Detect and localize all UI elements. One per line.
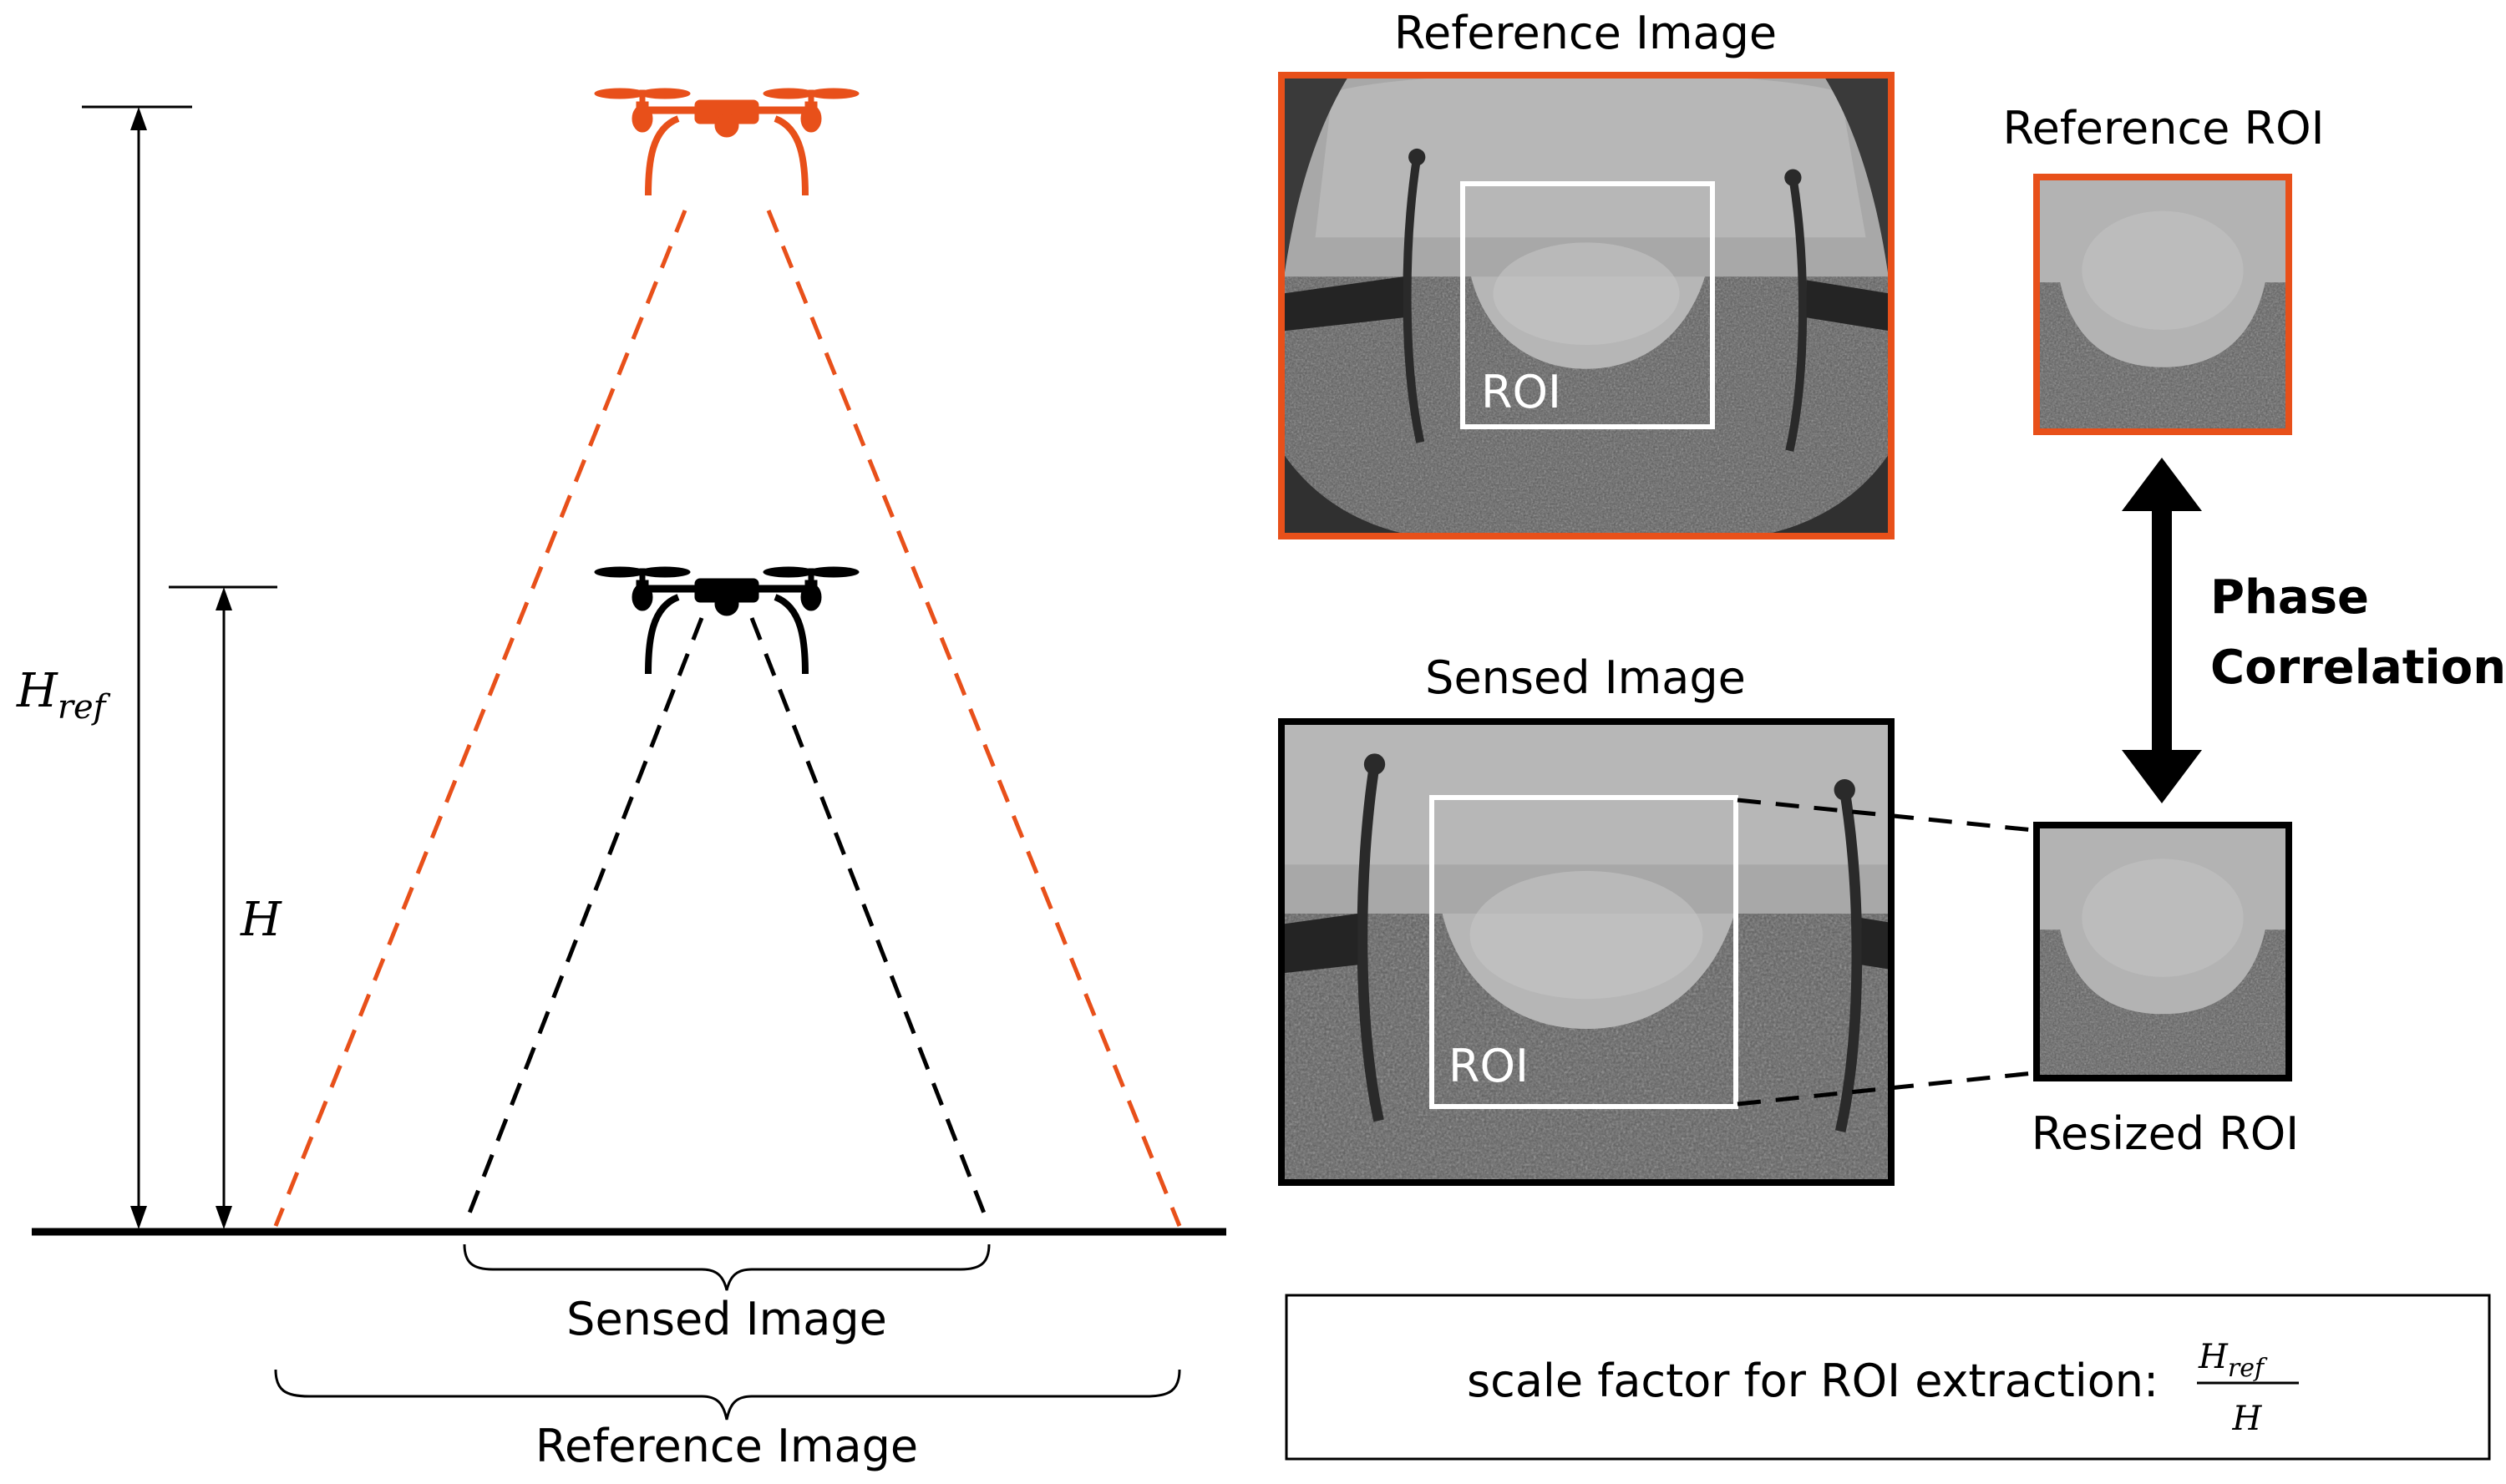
reference-image-frame (1278, 72, 1895, 539)
phase-arrow-up (2122, 458, 2202, 511)
reference-image-panel: Reference Image ROI (1278, 7, 1895, 539)
phase-arrow-down (2122, 750, 2202, 803)
scale-factor-formula: scale factor for ROI extraction: Href H (1285, 1294, 2491, 1461)
reference-roi-panel: Reference ROI (2002, 102, 2325, 435)
sensed-drone-icon (595, 567, 859, 674)
href-arrow-up (130, 107, 147, 130)
h-label: H (240, 893, 282, 947)
reference-image-title: Reference Image (1394, 7, 1777, 59)
reference-roi-box-label: ROI (1481, 366, 1561, 418)
sensed-image-brace-label: Sensed Image (566, 1293, 887, 1345)
resized-roi-title: Resized ROI (2032, 1107, 2299, 1160)
sensed-image-brace (463, 1243, 991, 1291)
sensed-image-frame (1278, 718, 1895, 1186)
sensed-fov-left (462, 617, 704, 1227)
formula-box (1285, 1294, 2491, 1461)
reference-image-brace (274, 1369, 1181, 1421)
sensed-roi-box-label: ROI (1448, 1040, 1529, 1092)
formula-prefix: scale factor for ROI extraction: (1467, 1355, 2159, 1407)
height-schematic: Href H Sensed Image Reference Image (16, 89, 1226, 1472)
href-label: Href (16, 664, 111, 727)
resize-connector-top (1737, 798, 2034, 833)
sensed-roi-box (1429, 795, 1738, 1109)
sensed-image-title: Sensed Image (1425, 651, 1746, 704)
formula-numerator: Href (2198, 1338, 2268, 1383)
sensed-fov-right (749, 617, 992, 1227)
reference-fov-right (766, 210, 1182, 1227)
reference-roi-frame (2033, 174, 2292, 435)
phase-correlation: Phase Correlation (2122, 458, 2506, 803)
reference-roi-title: Reference ROI (2002, 102, 2324, 154)
reference-roi-photo (2037, 177, 2289, 432)
phase-label-line1: Phase (2210, 570, 2369, 625)
h-arrow-up (216, 587, 232, 610)
reference-drone-icon (595, 89, 859, 195)
resize-connector-bottom (1737, 1071, 2034, 1107)
reference-roi-box (1460, 181, 1715, 429)
resized-roi-frame (2033, 822, 2292, 1081)
h-arrow-down (216, 1206, 232, 1229)
sensed-image-panel: Sensed Image ROI (1205, 651, 2034, 1238)
formula-denominator: H (2232, 1400, 2263, 1438)
resized-roi-photo (2037, 825, 2289, 1078)
resized-roi-panel: Resized ROI (2032, 822, 2299, 1160)
phase-arrow-shaft (2152, 501, 2172, 760)
reference-image-photo (1281, 73, 1891, 536)
reference-fov-left (273, 210, 687, 1227)
href-arrow-down (130, 1206, 147, 1229)
sensed-image-photo (1205, 659, 1968, 1238)
phase-label-line2: Correlation (2210, 641, 2506, 695)
reference-image-brace-label: Reference Image (535, 1420, 918, 1472)
